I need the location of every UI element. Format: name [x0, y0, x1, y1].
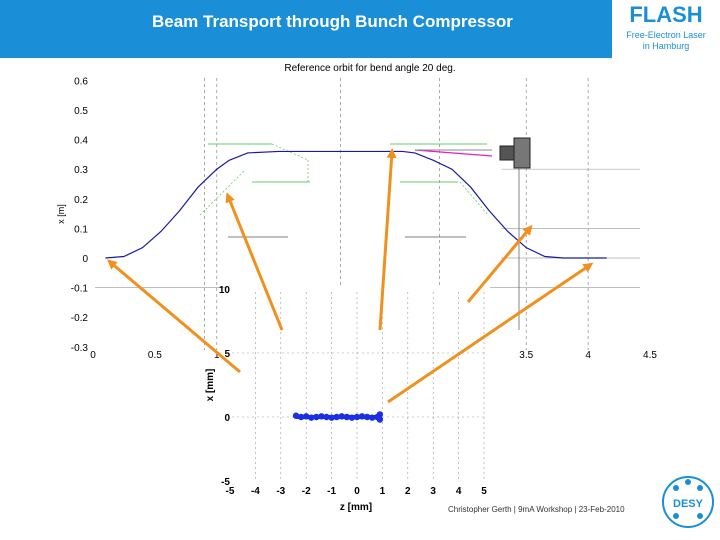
desy-ring-icon: [662, 476, 714, 528]
scatter-y-ticks: 10 5 0 -5: [219, 285, 231, 488]
orbit-y-tick-label: 0.5: [74, 106, 88, 117]
scatter-plot-area: [225, 288, 490, 483]
dipole-outline: [271, 143, 309, 161]
scatter-points: [292, 411, 384, 423]
desy-dot-icon: [697, 485, 703, 491]
orbit-y-ticks: 0.6 0.5 0.4 0.3 0.2 0.1 0 -0.1 -0.2 -0.3: [71, 76, 89, 353]
flash-logo: FLASH Free-Electron Laser in Hamburg: [612, 0, 720, 58]
scatter-y-axis-label: x [mm]: [205, 369, 216, 402]
scatter-x-tick-label: -4: [251, 486, 260, 497]
orbit-y-axis-label: x [m]: [56, 204, 66, 224]
scatter-x-ticks: -5 -4 -3 -2 -1 0 1 2 3 4 5: [226, 486, 488, 497]
orbit-x-tick-label: 4.5: [643, 350, 657, 361]
scatter-x-tick-label: 2: [405, 486, 411, 497]
annotation-arrow: [225, 192, 284, 331]
orbit-chart-title: Reference orbit for bend angle 20 deg.: [284, 63, 455, 74]
orbit-y-tick-label: -0.2: [71, 313, 89, 324]
annotation-arrow: [387, 262, 594, 404]
flash-logo-text: FLASH: [629, 2, 703, 27]
dipole-outline: [459, 181, 489, 216]
desy-logo: DESY: [662, 476, 714, 528]
scatter-y-tick-label: 0: [224, 413, 230, 424]
annotation-arrow: [378, 148, 397, 331]
orbit-y-tick-label: 0: [82, 254, 88, 265]
orbit-horizontal-gridlines: [95, 168, 640, 288]
scatter-x-tick-label: 5: [481, 486, 487, 497]
scatter-gridlines: [232, 292, 486, 480]
camera-lens-icon: [513, 137, 531, 169]
desy-dot-icon: [673, 485, 679, 491]
scatter-y-tick-label: -5: [221, 477, 230, 488]
orbit-y-tick-label: 0.6: [74, 76, 88, 87]
pink-trajectory: [414, 149, 493, 157]
orbit-y-tick-label: 0.4: [74, 136, 88, 147]
orbit-y-tick-label: 0.1: [74, 224, 88, 235]
scatter-x-tick-label: 0: [354, 486, 360, 497]
flash-logo-subtitle: Free-Electron Laser in Hamburg: [612, 30, 720, 52]
scatter-x-tick-label: 1: [380, 486, 386, 497]
desy-dot-icon: [685, 479, 691, 485]
orbit-series-line: [105, 150, 607, 259]
orbit-y-tick-label: -0.3: [71, 343, 89, 354]
orbit-x-ticks: 0 0.5 1 3.5 4 4.5: [90, 350, 657, 361]
flash-logo-sub-2: in Hamburg: [642, 41, 690, 51]
orbit-vertical-gridlines: [204, 78, 589, 350]
desy-logo-text: DESY: [673, 498, 704, 510]
annotation-arrow: [466, 224, 533, 303]
page-title: Beam Transport through Bunch Compressor: [152, 12, 513, 31]
flash-logo-sub-1: Free-Electron Laser: [626, 30, 706, 40]
camera-body-icon: [499, 145, 515, 161]
desy-dot-icon: [673, 513, 679, 519]
orbit-x-tick-label: 0: [90, 350, 96, 361]
scatter-x-tick-label: -5: [226, 486, 235, 497]
scatter-x-tick-label: -3: [276, 486, 285, 497]
annotation-arrow: [106, 259, 241, 374]
scatter-x-tick-label: -1: [327, 486, 336, 497]
orbit-y-tick-label: 0.3: [74, 165, 88, 176]
scatter-y-tick-label: 5: [224, 349, 230, 360]
footer-credit: Christopher Gerth | 9mA Workshop | 23-Fe…: [448, 505, 625, 514]
desy-dot-icon: [697, 513, 703, 519]
orbit-magnet-outlines: [199, 137, 531, 330]
scatter-x-tick-label: -2: [302, 486, 311, 497]
dipole-outline: [199, 169, 246, 216]
annotation-arrows: [106, 148, 594, 404]
scatter-x-tick-label: 3: [430, 486, 436, 497]
scatter-x-tick-label: 4: [456, 486, 462, 497]
orbit-x-tick-label: 1: [214, 350, 220, 361]
scatter-y-tick-label: 10: [219, 285, 231, 296]
orbit-x-tick-label: 0.5: [148, 350, 162, 361]
orbit-x-tick-label: 3.5: [519, 350, 533, 361]
bunch-scatter-chart: x [mm] z [mm] 10 5 0 -5 -5 -4 -3 -2 -1 0 1 2 3 4 5: [205, 285, 490, 513]
header-bar: Beam Transport through Bunch Compressor …: [0, 0, 720, 58]
orbit-y-tick-label: -0.1: [71, 284, 89, 295]
scatter-x-axis-label: z [mm]: [340, 502, 372, 513]
orbit-x-tick-label: 4: [585, 350, 591, 361]
orbit-y-tick-label: 0.2: [74, 195, 88, 206]
